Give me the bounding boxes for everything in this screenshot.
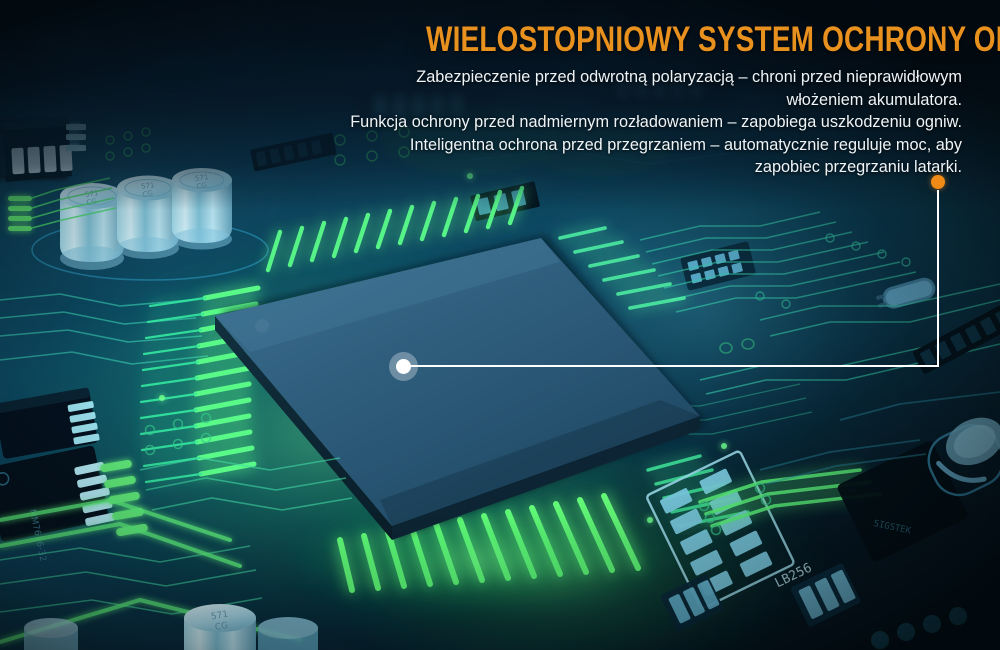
svg-text:CG: CG: [196, 181, 207, 190]
description-line-2: włożeniem akumulatora.: [786, 90, 962, 109]
description-line-1: Zabezpieczenie przed odwrotną polaryzacj…: [416, 68, 962, 86]
text-block: WIELOSTOPNIOWY SYSTEM OCHRONY OBWODU Zab…: [292, 20, 1000, 179]
description-line-5: zapobiec przegrzaniu latarki.: [754, 158, 962, 176]
description-paragraph: Zabezpieczenie przed odwrotną polaryzacj…: [292, 66, 962, 179]
description-line-4: Inteligentna ochrona przed przegrzaniem …: [409, 135, 962, 154]
page-title: WIELOSTOPNIOWY SYSTEM OCHRONY OBWODU: [426, 20, 1000, 59]
svg-text:CG: CG: [142, 189, 153, 198]
description-line-3: Funkcja ochrony przed nadmiernym rozłado…: [350, 113, 962, 131]
